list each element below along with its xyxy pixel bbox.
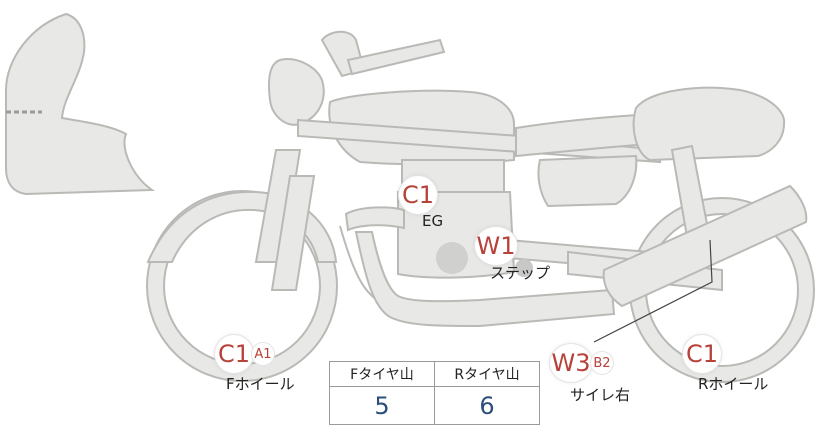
tread-table-header-row: Fタイヤ山 Rタイヤ山 (329, 361, 540, 387)
handlebar-grip (346, 38, 446, 76)
marker-rear-wheel-label: Rホイール (698, 375, 769, 393)
tread-table-value-row: 5 6 (329, 386, 540, 425)
step-peg (515, 259, 533, 277)
marker-front-wheel-label: Fホイール (226, 375, 295, 393)
headlight (268, 58, 325, 126)
tread-header-rear: Rタイヤ山 (434, 361, 540, 387)
marker-engine-label: EG (422, 212, 444, 230)
marker-rear-wheel[interactable]: C1 (682, 334, 722, 374)
marker-front-wheel-sub: A1 (251, 342, 275, 366)
marker-step-code: W1 (474, 226, 518, 266)
marker-front-wheel[interactable]: C1 A1 (214, 334, 275, 374)
marker-step[interactable]: W1 (474, 226, 518, 266)
marker-muffler-right-label: サイレ右 (570, 386, 631, 404)
marker-front-wheel-code: C1 (214, 334, 254, 374)
seat-rear (632, 86, 786, 162)
tread-value-front: 5 (329, 386, 435, 425)
marker-muffler-right-code: W3 (549, 343, 593, 383)
engine-cover (436, 242, 468, 274)
tread-header-front: Fタイヤ山 (329, 361, 435, 387)
marker-step-label: ステップ (490, 264, 551, 282)
tread-table: Fタイヤ山 Rタイヤ山 5 6 (329, 361, 540, 425)
leader-line-muffler (593, 239, 713, 343)
frame-downtube (344, 206, 405, 232)
side-cover (537, 154, 638, 208)
exhaust-pipe-lower (354, 231, 616, 328)
marker-rear-wheel-code: C1 (682, 334, 722, 374)
fairing-part (5, 12, 156, 196)
marker-muffler-right[interactable]: W3 B2 (549, 343, 614, 383)
marker-engine[interactable]: C1 (398, 175, 438, 215)
marker-muffler-right-sub: B2 (590, 351, 614, 375)
muffler (602, 184, 808, 308)
marker-engine-code: C1 (398, 175, 438, 215)
fork-tube (270, 175, 316, 291)
tread-value-rear: 6 (434, 386, 540, 425)
